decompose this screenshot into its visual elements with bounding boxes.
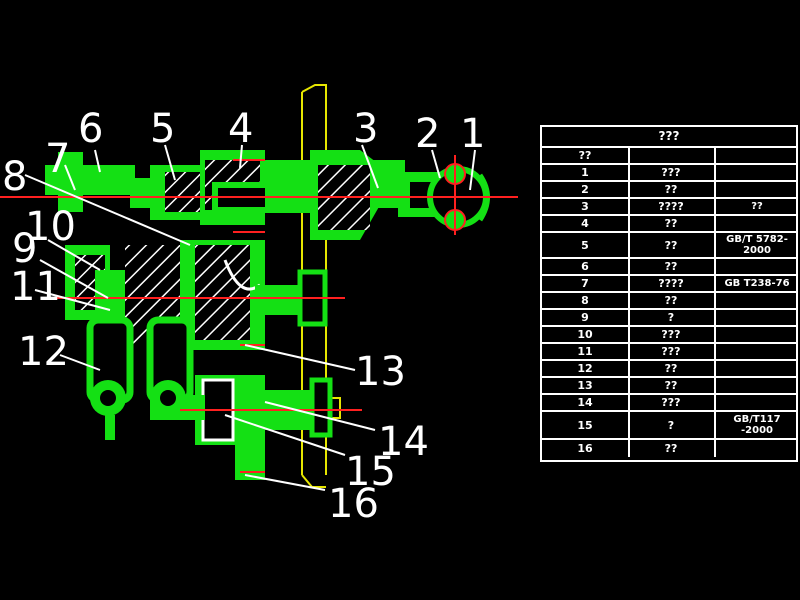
part-number: 4 [542, 216, 630, 231]
table-row: 3?????? [542, 199, 796, 216]
part-number: 3 [542, 199, 630, 214]
part-standard [716, 165, 798, 180]
part-name: ?? [628, 233, 716, 257]
table-row: 11??? [542, 344, 796, 361]
callout-3: 3 [353, 106, 378, 152]
callout-2: 2 [415, 111, 440, 157]
header-name [628, 148, 716, 163]
table-title: ??? [542, 127, 796, 148]
callout-6: 6 [78, 106, 103, 152]
callout-10: 10 [25, 204, 76, 250]
table-row: 13?? [542, 378, 796, 395]
callout-16: 16 [328, 481, 379, 527]
table-row: 9? [542, 310, 796, 327]
part-standard [716, 259, 798, 274]
part-name: ?? [628, 293, 716, 308]
part-standard [716, 395, 798, 410]
part-standard: GB/T 5782-2000 [726, 234, 788, 256]
table-row: 10??? [542, 327, 796, 344]
part-number: 8 [542, 293, 630, 308]
part-number: 12 [542, 361, 630, 376]
part-name: ?? [628, 440, 716, 457]
part-number: 13 [542, 378, 630, 393]
part-number: 16 [542, 440, 630, 457]
table-row: 7???? GB T238-76 [542, 276, 796, 293]
table-row: 4?? [542, 216, 796, 233]
part-standard: GB T238-76 [724, 278, 790, 289]
part-name: ? [628, 310, 716, 325]
callout-11: 11 [10, 264, 61, 310]
callout-14: 14 [378, 419, 429, 465]
header-std [716, 148, 798, 163]
part-number: 6 [542, 259, 630, 274]
part-standard [716, 378, 798, 393]
table-row: 5?? GB/T 5782-2000 [542, 233, 796, 259]
shift-forks [86, 316, 194, 440]
part-name: ?? [628, 182, 716, 197]
centerlines [0, 155, 518, 473]
callout-5: 5 [150, 106, 175, 152]
part-name: ??? [628, 327, 716, 342]
callout-15: 15 [345, 449, 396, 495]
header-no: ?? [542, 148, 630, 163]
part-standard: GB/T117 -2000 [733, 414, 781, 436]
table-row: 1??? [542, 165, 796, 182]
parts-table: ??? ?? 1???2??3??????4??5??GB/T 5782-200… [540, 125, 798, 462]
part-number: 11 [542, 344, 630, 359]
table-row: 2?? [542, 182, 796, 199]
table-row: 6?? [542, 259, 796, 276]
callout-9: 9 [12, 226, 37, 272]
callout-1: 1 [460, 111, 485, 157]
part-standard [716, 440, 798, 457]
part-standard [716, 182, 798, 197]
callout-13: 13 [355, 349, 406, 395]
part-standard [716, 344, 798, 359]
part-standard: ?? [751, 201, 763, 212]
part-name: ? [628, 412, 716, 438]
part-number: 1 [542, 165, 630, 180]
part-standard [716, 327, 798, 342]
part-name: ?? [628, 361, 716, 376]
part-name: ??? [628, 344, 716, 359]
table-row: 12?? [542, 361, 796, 378]
part-name: ???? [628, 276, 716, 291]
part-name: ??? [628, 165, 716, 180]
part-number: 10 [542, 327, 630, 342]
leader-lines [24, 144, 476, 491]
callout-7: 7 [45, 136, 70, 182]
part-name: ?? [628, 259, 716, 274]
part-standard [716, 293, 798, 308]
table-row: 8?? [542, 293, 796, 310]
part-name: ?? [628, 378, 716, 393]
part-name: ???? [628, 199, 716, 214]
part-number: 2 [542, 182, 630, 197]
callout-numbers: 1 2 3 4 5 6 7 8 10 9 11 12 13 14 15 16 [2, 106, 485, 527]
part-standard [716, 310, 798, 325]
part-number: 7 [542, 276, 630, 291]
part-standard [716, 361, 798, 376]
table-row: 15? GB/T117 -2000 [542, 412, 796, 440]
table-header-row: ?? [542, 148, 796, 165]
part-number: 15 [542, 412, 630, 438]
part-number: 9 [542, 310, 630, 325]
callout-8: 8 [2, 154, 27, 200]
callout-4: 4 [228, 106, 253, 152]
part-name: ?? [628, 216, 716, 231]
part-name: ??? [628, 395, 716, 410]
part-number: 14 [542, 395, 630, 410]
part-number: 5 [542, 233, 630, 257]
callout-12: 12 [18, 329, 69, 375]
top-shaft-assembly [45, 150, 490, 240]
table-row: 16?? [542, 440, 796, 457]
part-standard [716, 216, 798, 231]
table-row: 14??? [542, 395, 796, 412]
